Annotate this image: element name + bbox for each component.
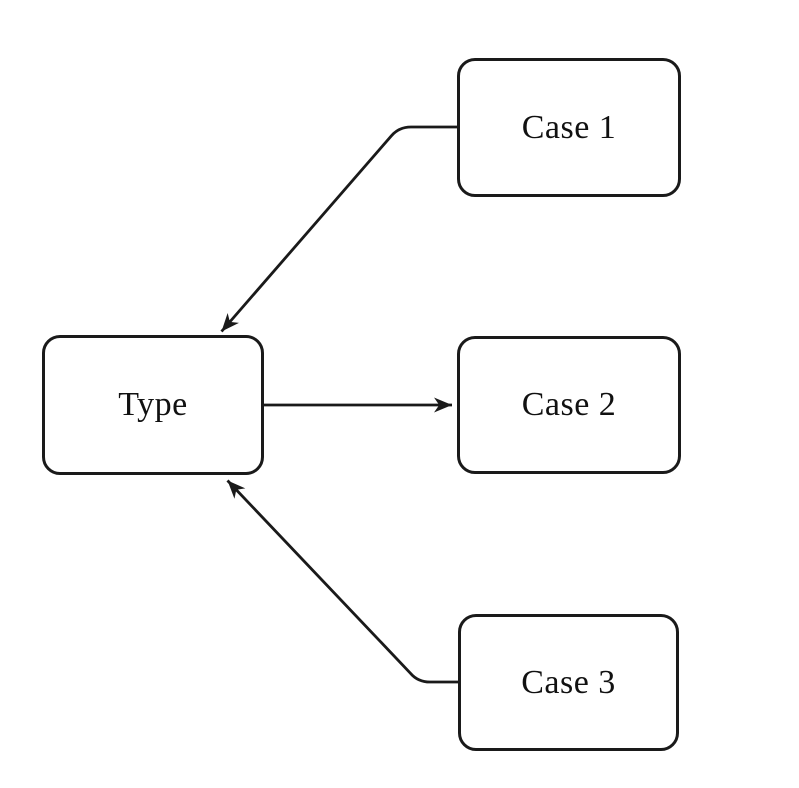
edge-case-3-to-type <box>226 479 459 684</box>
node-case-1: Case 1 <box>457 58 681 197</box>
node-type: Type <box>42 335 264 475</box>
node-case-1-label: Case 1 <box>521 108 617 146</box>
node-case-3: Case 3 <box>458 614 679 751</box>
node-case-2-label: Case 2 <box>521 386 617 423</box>
edge-case-1-to-type <box>220 125 458 333</box>
node-case-2: Case 2 <box>457 336 681 474</box>
node-case-3-label: Case 3 <box>521 663 616 701</box>
node-type-label: Type <box>118 386 188 423</box>
